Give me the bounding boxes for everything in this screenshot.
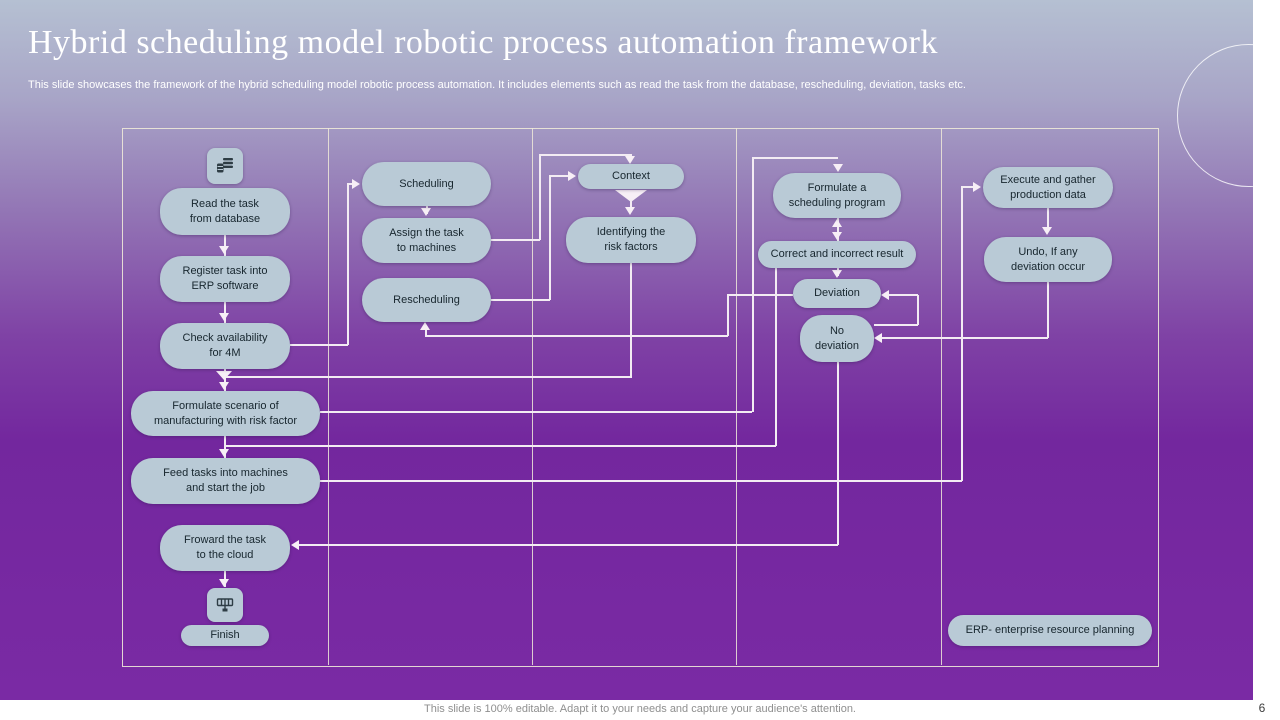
flow-line [549, 175, 569, 177]
footer-bar [0, 700, 1280, 720]
flow-line [874, 324, 918, 326]
machine-icon [216, 598, 234, 612]
flow-line [961, 186, 975, 188]
slide-subtitle: This slide showcases the framework of th… [28, 79, 966, 91]
node-rescheduling: Rescheduling [362, 278, 491, 322]
node-assign-task: Assign the task to machines [362, 218, 491, 263]
flow-line [226, 376, 632, 378]
flow-line [539, 155, 541, 240]
flow-line [549, 176, 551, 300]
node-identify-risk: Identifying the risk factors [566, 217, 696, 263]
node-formulate-program: Formulate a scheduling program [773, 173, 901, 218]
flow-arrow-left [881, 290, 889, 300]
column-divider [328, 128, 329, 665]
flow-chevron [615, 190, 647, 202]
footer-note: This slide is 100% editable. Adapt it to… [424, 703, 856, 715]
flow-arrow-down [219, 579, 229, 587]
flow-line [320, 411, 752, 413]
flow-line [224, 302, 226, 323]
flow-line [888, 294, 918, 296]
erp-legend: ERP- enterprise resource planning [948, 615, 1152, 646]
flow-line [491, 239, 540, 241]
finish-icon-box [207, 588, 243, 622]
database-icon-box [207, 148, 243, 184]
slide-background: Hybrid scheduling model robotic process … [0, 0, 1253, 700]
node-formulate-scenario: Formulate scenario of manufacturing with… [131, 391, 320, 436]
flow-line [347, 184, 349, 345]
flow-arrow-down [625, 207, 635, 215]
database-stack-icon [217, 158, 233, 173]
node-scheduling: Scheduling [362, 162, 491, 206]
page-right-margin [1253, 0, 1280, 700]
flow-line [224, 436, 226, 458]
flow-line [290, 344, 348, 346]
flow-line [539, 154, 631, 156]
flow-arrow-down [219, 313, 229, 321]
flow-line [961, 187, 963, 481]
flow-line [630, 200, 632, 209]
flow-arrow-down [219, 449, 229, 457]
flow-line [224, 369, 226, 391]
flow-line [224, 235, 226, 256]
flow-line [727, 294, 729, 336]
flow-line [837, 362, 839, 545]
column-divider [941, 128, 942, 665]
flow-arrow-down [219, 382, 229, 390]
slide-title: Hybrid scheduling model robotic process … [28, 24, 938, 61]
flowchart-frame [122, 128, 1159, 667]
flow-arrow-down [832, 232, 842, 240]
node-context: Context [578, 164, 684, 189]
flow-line [425, 328, 427, 336]
flow-line [727, 294, 793, 296]
flow-line [425, 335, 728, 337]
flow-arrow-left [874, 333, 882, 343]
flow-arrow-down [832, 270, 842, 278]
flow-line [226, 445, 776, 447]
flow-arrow-up [420, 322, 430, 330]
node-read-task: Read the task from database [160, 188, 290, 235]
flow-chevron [216, 371, 232, 380]
flow-arrow-right [352, 179, 360, 189]
flow-arrow-down [625, 156, 635, 164]
flow-arrow-down [219, 246, 229, 254]
node-execute-gather: Execute and gather production data [983, 167, 1113, 208]
node-finish: Finish [181, 625, 269, 646]
node-feed-tasks: Feed tasks into machines and start the j… [131, 458, 320, 504]
flow-arrow-up [832, 219, 842, 227]
flow-arrow-down [833, 164, 843, 172]
flow-arrow-right [568, 171, 576, 181]
page-number: 6 [1258, 701, 1266, 715]
flow-line [752, 157, 838, 159]
column-divider [736, 128, 737, 665]
flow-line [881, 337, 1048, 339]
flow-arrow-left [291, 540, 299, 550]
flow-line [297, 544, 838, 546]
node-check-availability: Check availability for 4M [160, 323, 290, 369]
flow-line [775, 268, 777, 446]
flow-line [630, 263, 632, 377]
flow-line [837, 218, 839, 241]
flow-arrow-down [1042, 227, 1052, 235]
flow-line [320, 480, 962, 482]
flow-line [917, 295, 919, 325]
flow-line [1047, 208, 1049, 229]
node-register-task: Register task into ERP software [160, 256, 290, 302]
column-divider [532, 128, 533, 665]
flow-line [1047, 282, 1049, 338]
node-undo: Undo, If any deviation occur [984, 237, 1112, 282]
node-correct-result: Correct and incorrect result [758, 241, 916, 268]
node-forward-task: Froward the task to the cloud [160, 525, 290, 571]
flow-arrow-right [973, 182, 981, 192]
flow-line [752, 158, 754, 412]
flow-arrow-down [421, 208, 431, 216]
decorative-circle [1177, 44, 1253, 187]
node-no-deviation: No deviation [800, 315, 874, 362]
node-deviation: Deviation [793, 279, 881, 308]
flow-line [491, 299, 550, 301]
flow-line [347, 183, 354, 185]
